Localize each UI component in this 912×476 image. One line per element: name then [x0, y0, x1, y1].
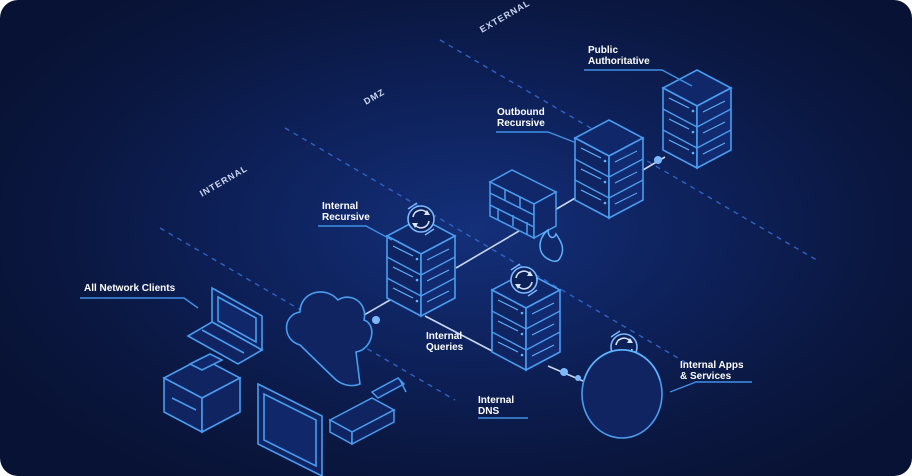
outbound-recursive-leader — [496, 131, 575, 143]
internal-dns-label: Internal DNS — [478, 395, 515, 417]
outbound-recursive-label: Outbound Recursive — [497, 107, 545, 129]
phone-icon — [328, 377, 407, 446]
label-leaders — [80, 69, 752, 419]
connection-nodes — [372, 156, 662, 381]
connection-node — [575, 375, 581, 381]
internal-apps-leader — [669, 381, 752, 393]
firewall-icon — [488, 169, 558, 240]
internal-recursive-leader — [318, 225, 393, 241]
internal-queries-label: Internal Queries — [426, 331, 464, 353]
internal-recursive-label: Internal Recursive — [322, 201, 370, 223]
laptop-icon — [186, 286, 264, 365]
flame-icon — [539, 228, 564, 263]
public-authoritative-server-icon — [662, 69, 732, 169]
connection-node — [654, 156, 662, 164]
cloud-icon — [285, 291, 373, 387]
all-network-clients-leader — [80, 297, 199, 309]
internal-apps-label: Internal Apps & Services — [680, 360, 744, 382]
apps-disc-icon — [581, 348, 663, 439]
internal-recursive-to-dns-link — [424, 315, 495, 353]
dmz-internal-separator — [284, 127, 691, 366]
monitor-icon — [257, 382, 323, 476]
internal-to-outbound-link — [455, 196, 578, 269]
connection-node — [560, 368, 568, 376]
public-authoritative-label: Public Authoritative — [588, 45, 650, 67]
all-network-clients-label: All Network Clients — [84, 283, 176, 294]
printer-icon — [162, 353, 242, 434]
public-authoritative-leader — [584, 69, 693, 87]
outbound-recursive-server-icon — [574, 119, 644, 219]
connection-node — [372, 316, 380, 324]
